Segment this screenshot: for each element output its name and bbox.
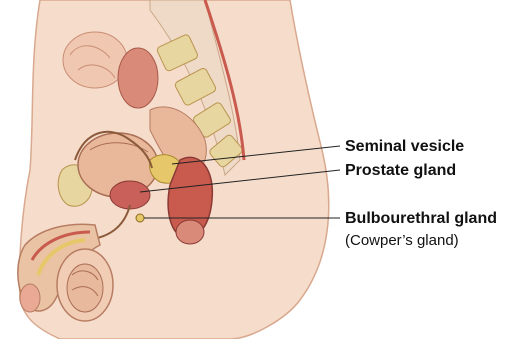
label-cowpers-gland: (Cowper’s gland) — [345, 232, 459, 249]
prostate-gland — [110, 181, 150, 209]
label-prostate-gland: Prostate gland — [345, 162, 456, 179]
testis — [57, 249, 113, 321]
label-seminal-vesicle: Seminal vesicle — [345, 138, 464, 155]
bulbourethral-gland — [136, 214, 144, 222]
label-bulbourethral-gland: Bulbourethral gland — [345, 210, 497, 227]
